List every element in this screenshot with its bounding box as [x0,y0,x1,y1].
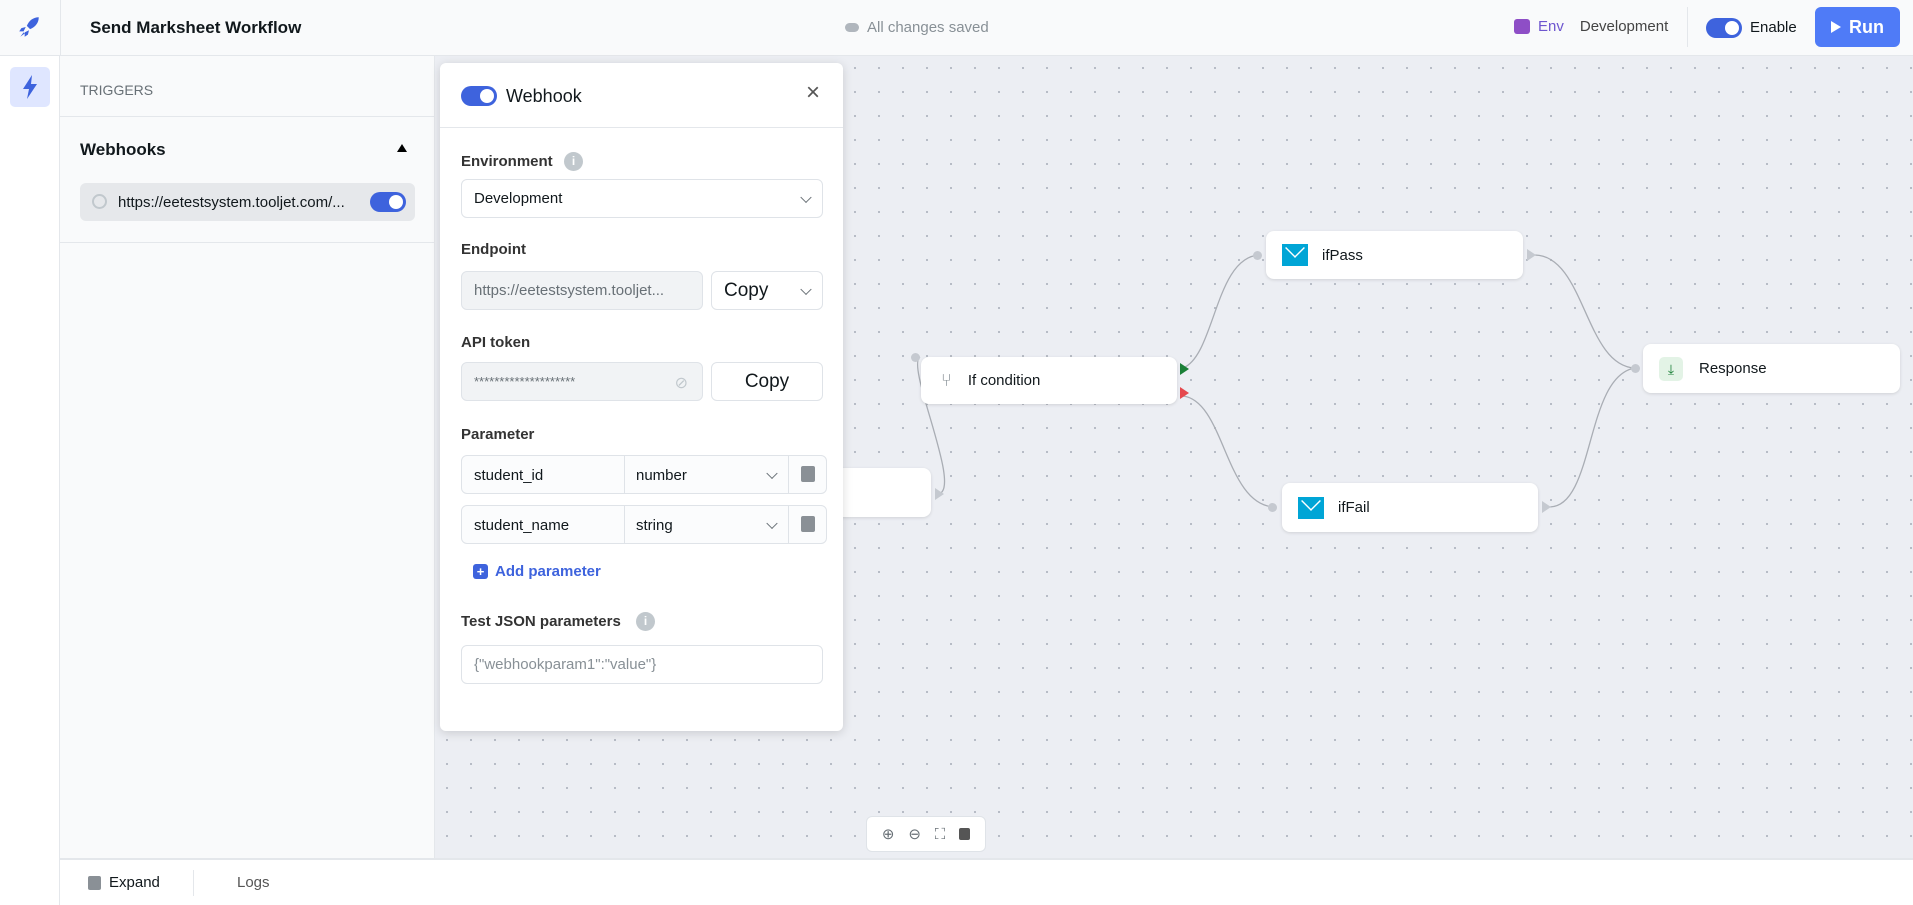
chevron-down-icon [800,191,812,203]
parameter-label: Parameter [461,426,535,443]
ifpass-output-handle[interactable] [1527,249,1536,261]
zoom-out-icon[interactable]: ⊖ [908,826,921,843]
branch-icon: ⑂ [941,370,952,390]
panel-title: Webhook [506,86,582,106]
endpoint-label: Endpoint [461,241,526,258]
ifpass-node[interactable]: ifPass [1266,231,1523,279]
parameter-row: student_id number [461,455,827,494]
iffail-node[interactable]: ifFail [1282,483,1538,532]
enable-toggle[interactable] [1706,18,1742,38]
logs-tab[interactable]: Logs [237,874,270,891]
if-condition-node[interactable]: ⑂If condition [921,357,1177,404]
environment-select[interactable]: Development [461,179,823,218]
parameter-name[interactable]: student_id [474,467,544,484]
parameter-row: student_name string [461,505,827,544]
triggers-sidebar: TRIGGERS Webhooks https://eetestsystem.t… [60,56,435,858]
lightning-icon [23,75,37,99]
parameter-type-select[interactable]: string [636,517,673,534]
zoom-in-icon[interactable]: ⊕ [881,826,895,843]
chevron-down-icon [766,467,778,479]
env-variable-icon [1514,19,1530,34]
start-output-handle[interactable] [935,488,944,500]
trash-icon[interactable] [801,466,815,482]
webhook-icon [92,194,107,209]
webhook-panel-toggle[interactable] [461,86,497,106]
chevron-down-icon [766,517,778,529]
true-output-handle[interactable] [1180,363,1189,375]
webhook-panel: Webhook × Environment i Development Endp… [440,63,843,731]
api-token-label: API token [461,334,531,351]
edge-if-fail [1182,395,1276,508]
api-token-field[interactable]: ********************⊘ [461,362,703,401]
expand-icon [88,875,101,890]
environment-label: Environment [461,153,553,170]
env-selector[interactable]: Env Development [1514,18,1668,35]
copy-token-button[interactable]: Copy [711,362,823,401]
test-json-label: Test JSON parameters [461,613,621,630]
save-status: All changes saved [845,19,989,36]
response-node[interactable]: ⤓Response [1643,344,1900,393]
response-input-handle[interactable] [1631,364,1640,373]
copy-endpoint-select[interactable]: Copy [711,271,823,310]
info-icon[interactable]: i [564,152,583,171]
edge-fail-response [1549,367,1636,508]
edge-pass-response [1534,254,1636,369]
iffail-output-handle[interactable] [1542,501,1551,513]
eye-off-icon[interactable]: ⊘ [674,375,688,392]
mail-icon [1298,496,1324,519]
expand-button[interactable]: Expand [88,874,160,891]
bottom-bar: Expand Logs [60,858,1913,905]
run-button[interactable]: Run [1815,7,1900,47]
iffail-input-handle[interactable] [1268,503,1277,512]
chevron-down-icon [800,283,812,295]
enable-label: Enable [1750,19,1797,36]
endpoint-field[interactable]: https://eetestsystem.tooljet... [461,271,703,310]
fit-view-icon[interactable]: ⛶ [934,825,946,843]
close-icon[interactable]: × [806,79,821,106]
cloud-icon [845,23,859,32]
collapse-arrow-icon[interactable] [397,144,407,152]
info-icon[interactable]: i [636,612,655,631]
webhooks-heading[interactable]: Webhooks [80,140,166,159]
header: Send Marksheet Workflow All changes save… [0,0,1913,56]
play-icon [1831,21,1841,33]
triggers-heading: TRIGGERS [80,82,154,98]
test-json-input[interactable]: {"webhookparam1":"value"} [461,645,823,684]
edge-if-pass [1182,254,1261,369]
webhook-toggle[interactable] [370,192,406,212]
parameter-name[interactable]: student_name [474,517,570,534]
webhook-item[interactable]: https://eetestsystem.tooljet.com/... [80,183,415,221]
triggers-nav-button[interactable] [10,67,50,107]
workflow-title[interactable]: Send Marksheet Workflow [90,18,302,37]
plus-icon: + [473,564,488,579]
left-rail [0,56,60,905]
lock-icon[interactable] [959,828,971,840]
if-input-handle[interactable] [911,353,920,362]
rocket-logo-icon[interactable] [16,14,42,40]
add-parameter-button[interactable]: +Add parameter [473,563,601,580]
false-output-handle[interactable] [1180,387,1189,399]
zoom-controls: ⊕ ⊖ ⛶ [866,816,986,852]
ifpass-input-handle[interactable] [1253,251,1262,260]
mail-icon [1282,244,1308,266]
trash-icon[interactable] [801,516,815,532]
parameter-type-select[interactable]: number [636,467,687,484]
response-icon: ⤓ [1659,356,1683,381]
